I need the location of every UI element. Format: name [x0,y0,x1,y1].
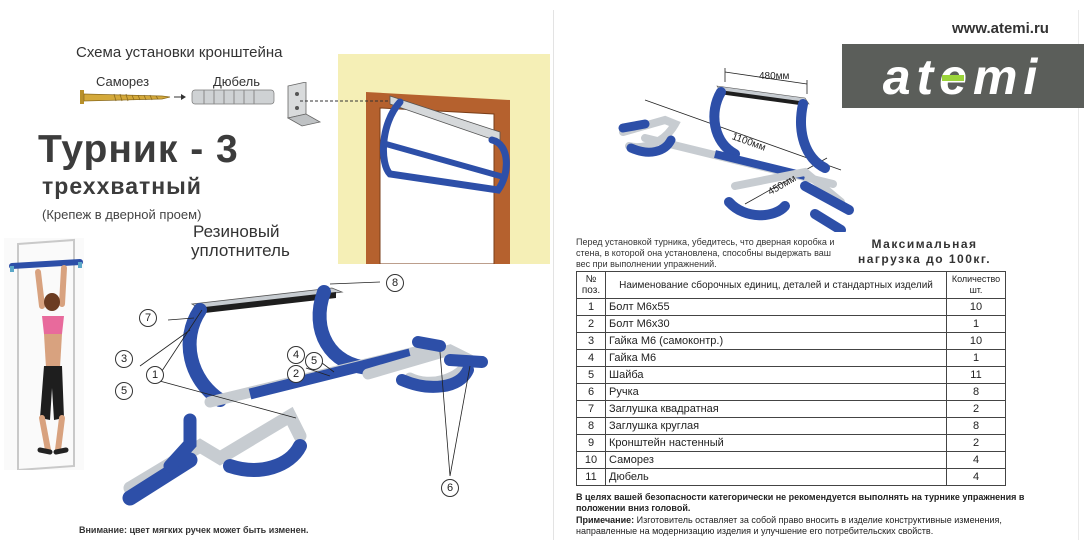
cell-name: Дюбель [605,468,947,486]
cell-quantity: 2 [946,400,1006,418]
website-url: www.atemi.ru [952,20,1049,37]
wall-bracket-icon [286,82,322,127]
cell-quantity: 4 [946,451,1006,469]
cell-quantity: 2 [946,434,1006,452]
cell-position: 4 [576,349,606,367]
cell-quantity: 1 [946,315,1006,333]
cell-name: Заглушка квадратная [605,400,947,418]
product-note: (Крепеж в дверной проем) [42,207,202,222]
note-label: Примечание: [576,515,635,525]
brand-logo: atemi [842,44,1084,108]
cell-position: 5 [576,366,606,384]
manufacturer-note: Примечание: Изготовитель оставляет за со… [576,515,1046,537]
cell-name: Ручка [605,383,947,401]
athlete-figure [35,265,69,455]
cell-name: Саморез [605,451,947,469]
cell-position: 6 [576,383,606,401]
cell-name: Гайка М6 [605,349,947,367]
col-position: № поз. [576,271,606,299]
callout-8: 8 [386,274,404,292]
cell-name: Шайба [605,366,947,384]
dowel-icon [191,89,275,105]
callout-2: 2 [287,365,305,383]
callout-1: 1 [146,366,164,384]
screw-icon [80,90,171,104]
cell-position: 9 [576,434,606,452]
bar-assembly-illustration [122,281,488,506]
safety-warning: В целях вашей безопасности категорически… [576,492,1025,513]
screw-label: Саморез [96,74,150,89]
callout-7: 7 [139,309,157,327]
cell-quantity: 10 [946,298,1006,316]
cell-quantity: 1 [946,349,1006,367]
page-fold [553,10,554,540]
dowel-label: Дюбель [213,74,261,89]
cell-name: Гайка М6 (самоконтр.) [605,332,947,350]
logo-accent [942,75,964,81]
callout-5b: 5 [305,352,323,370]
cell-quantity: 11 [946,366,1006,384]
cell-position: 11 [576,468,606,486]
cell-quantity: 10 [946,332,1006,350]
cell-position: 2 [576,315,606,333]
installation-notice: Перед установкой турника, убедитесь, что… [576,237,835,269]
cell-position: 7 [576,400,606,418]
seal-label-line1: Резиновый [193,222,280,241]
callout-6: 6 [441,479,459,497]
scheme-title: Схема установки кронштейна [76,44,283,61]
note-text: Изготовитель оставляет за собой право вн… [576,515,1002,536]
page-edge [1078,10,1079,540]
max-load-line2: нагрузка до 100кг. [858,252,992,266]
parts-table: № поз. Наименование сборочных единиц, де… [576,271,1006,486]
door-frame-illustration [300,54,550,264]
dimension-width: 480мм [759,71,790,82]
max-load: Максимальная нагрузка до 100кг. [858,237,991,267]
cell-name: Кронштейн настенный [605,434,947,452]
dimension-drawing [618,68,854,232]
callout-3: 3 [115,350,133,368]
parts-table-header: № поз. Наименование сборочных единиц, де… [576,271,1006,299]
product-subtitle: трехxватный [42,173,202,199]
product-title: Турник - 3 [38,128,239,171]
callout-5a: 5 [115,382,133,400]
cell-name: Болт М6x55 [605,298,947,316]
seal-label-line2: уплотнитель [191,241,290,260]
cell-position: 3 [576,332,606,350]
cell-quantity: 8 [946,417,1006,435]
cell-name: Болт М6x30 [605,315,947,333]
cell-position: 1 [576,298,606,316]
cell-quantity: 8 [946,383,1006,401]
col-name: Наименование сборочных единиц, деталей и… [605,271,947,299]
cell-name: Заглушка круглая [605,417,947,435]
color-warning: Внимание: цвет мягких ручек может быть и… [79,525,309,535]
exercise-photo [4,238,84,470]
max-load-line1: Максимальная [871,237,978,251]
hardware-illustration [80,82,322,127]
cell-position: 10 [576,451,606,469]
col-quantity: Количество шт. [946,271,1006,299]
callout-4: 4 [287,346,305,364]
cell-quantity: 4 [946,468,1006,486]
cell-position: 8 [576,417,606,435]
